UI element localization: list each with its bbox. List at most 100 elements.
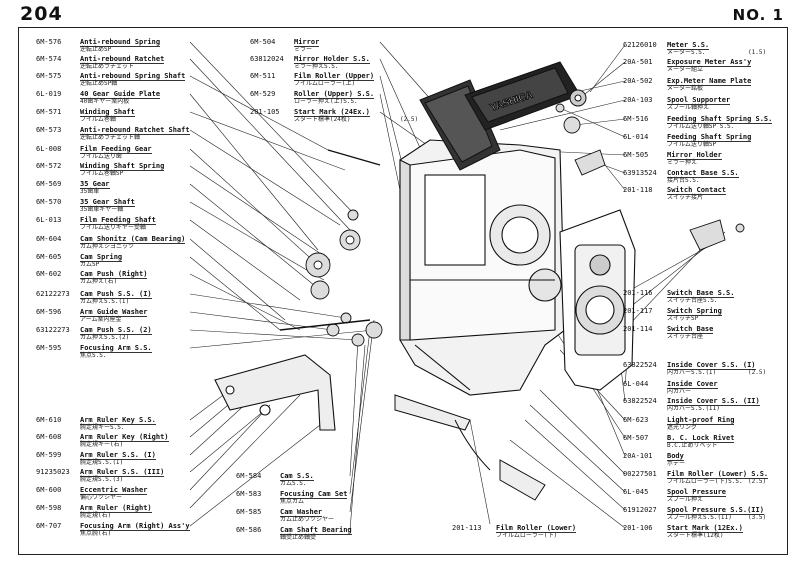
part-name: Cam Shonitz (Cam Bearing) — [80, 235, 186, 244]
part-japanese-name: スイッチSP — [667, 315, 699, 322]
part-japanese-name: 腕定規S.S.(3) — [80, 476, 124, 483]
part-japanese-name: メーター組立 — [667, 66, 704, 73]
part-code: 6M-623 — [623, 416, 649, 424]
part-japanese-name: メーターS.S. — [667, 49, 706, 56]
part-name: Cam Spring — [80, 253, 123, 262]
part-code: 62126010 — [623, 41, 657, 49]
part-name: Arm Ruler S.S. (III) — [80, 468, 165, 477]
part-code: 6M-516 — [623, 115, 649, 123]
part-name: Switch Spring — [667, 307, 722, 316]
part-japanese-name: ボデー — [667, 460, 686, 467]
part-code: 6M-604 — [36, 235, 62, 243]
part-japanese-name: 焦点腕(右) — [80, 530, 112, 537]
part-japanese-name: 内カバーS.S.(II) — [667, 405, 720, 412]
part-japanese-name: スプール押え — [667, 496, 704, 503]
part-name: Inside Cover — [667, 380, 718, 389]
part-name: Contact Base S.S. — [667, 169, 739, 178]
part-japanese-name: フイルムローラー(上) — [294, 80, 356, 87]
part-name: Spool Supporter — [667, 96, 731, 105]
switch-parts — [555, 103, 745, 251]
part-name: Film Feeding Shaft — [80, 216, 156, 225]
part-code: 63812024 — [250, 55, 284, 63]
leader-line — [539, 389, 626, 475]
part-name: Start Mark (24Ex.) — [294, 108, 370, 117]
part-code: 6L-044 — [623, 380, 649, 388]
part-code: 91235023 — [36, 468, 70, 476]
part-japanese-name: 腕定規S.S.(I) — [80, 459, 124, 466]
leader-line — [379, 75, 406, 176]
part-code: 6M-586 — [236, 526, 262, 534]
leader-line — [559, 107, 626, 138]
part-name: Cam Push (Right) — [80, 270, 148, 279]
part-name: Arm Ruler Key (Right) — [80, 433, 169, 442]
part-name: Focusing Arm (Right) Ass'y — [80, 522, 190, 531]
part-japanese-name: 逆転止めラチェット — [80, 63, 135, 70]
part-code: 201-118 — [623, 186, 653, 194]
part-japanese-name: フイルム送りギヤー受軸 — [80, 224, 146, 231]
part-japanese-name: スイッチ台座S.S. — [667, 297, 718, 304]
leader-line — [189, 329, 359, 341]
leader-line — [589, 44, 626, 93]
part-code: 6M-602 — [36, 270, 62, 278]
part-name: Feeding Shaft Spring — [667, 133, 752, 142]
leader-line — [189, 293, 347, 319]
part-code: 6M-570 — [36, 198, 62, 206]
part-note: (2.5) — [748, 369, 767, 376]
focusing-arm — [214, 354, 336, 431]
part-name: Film Roller (Upper) — [294, 72, 375, 81]
part-code: 6M-707 — [36, 522, 62, 530]
part-name: Arm Ruler Key S.S. — [80, 416, 156, 425]
leader-line — [189, 165, 331, 261]
part-japanese-name: 軸受止め軸受 — [280, 534, 317, 541]
part-code: 6M-600 — [36, 486, 62, 494]
part-japanese-name: 腕定規キー(右) — [80, 441, 124, 448]
part-code: 63913524 — [623, 169, 657, 177]
part-name: Anti-rebound Ratchet — [80, 55, 165, 64]
part-name: Feeding Shaft Spring S.S. — [667, 115, 773, 124]
part-name: Mirror Holder S.S. — [294, 55, 370, 64]
part-name: Mirror — [294, 38, 320, 47]
part-name: Mirror Holder — [667, 151, 722, 160]
part-name: Arm Guide Washer — [80, 308, 148, 317]
part-name: Cam Push S.S. (I) — [80, 290, 152, 299]
leader-line — [189, 219, 301, 301]
leader-line — [189, 58, 351, 231]
part-code: 20A-101 — [623, 452, 653, 460]
part-code: 6M-572 — [36, 162, 62, 170]
leader-line — [189, 409, 266, 473]
part-code: 6M-576 — [36, 38, 62, 46]
part-name: Cam Washer — [280, 508, 323, 517]
part-name: Exposure Meter Ass'y — [667, 58, 752, 67]
part-code: 6L-014 — [623, 133, 649, 141]
drawing-frame — [18, 27, 788, 555]
part-note: (1.5) — [748, 49, 767, 56]
part-japanese-name: スイッチ台座 — [667, 333, 704, 340]
part-japanese-name: 内カバーS.S.(I) — [667, 369, 717, 376]
part-japanese-name: 接片台S.S. — [667, 177, 700, 184]
leader-line — [529, 404, 626, 493]
part-japanese-name: 内カバー — [667, 388, 692, 395]
part-code: 6M-507 — [623, 434, 649, 442]
part-name: 35 Gear — [80, 180, 110, 189]
part-name: 40 Gear Guide Plate — [80, 90, 161, 99]
part-japanese-name: スタート標準(24枚) — [294, 116, 351, 123]
part-code: 6M-511 — [250, 72, 276, 80]
part-code: 6M-610 — [36, 416, 62, 424]
leader-line — [189, 148, 319, 266]
part-code: 6L-013 — [36, 216, 62, 224]
part-japanese-name: スイッチ接片 — [667, 194, 704, 201]
part-code: 63822524 — [623, 361, 657, 369]
leader-line — [189, 273, 301, 331]
part-code: 62122273 — [36, 290, 70, 298]
leader-line — [189, 111, 346, 171]
leader-line — [624, 249, 701, 330]
part-name: Film Feeding Gear — [80, 145, 152, 154]
part-japanese-name: フイルム送り歯 — [80, 153, 122, 160]
part-name: Arm Ruler (Right) — [80, 504, 152, 513]
part-name: Light-proof Ring — [667, 416, 735, 425]
part-name: Start Mark (12Ex.) — [667, 524, 743, 533]
leader-line — [189, 329, 375, 349]
part-code: 201-116 — [623, 289, 653, 297]
part-code: 20A-501 — [623, 58, 653, 66]
